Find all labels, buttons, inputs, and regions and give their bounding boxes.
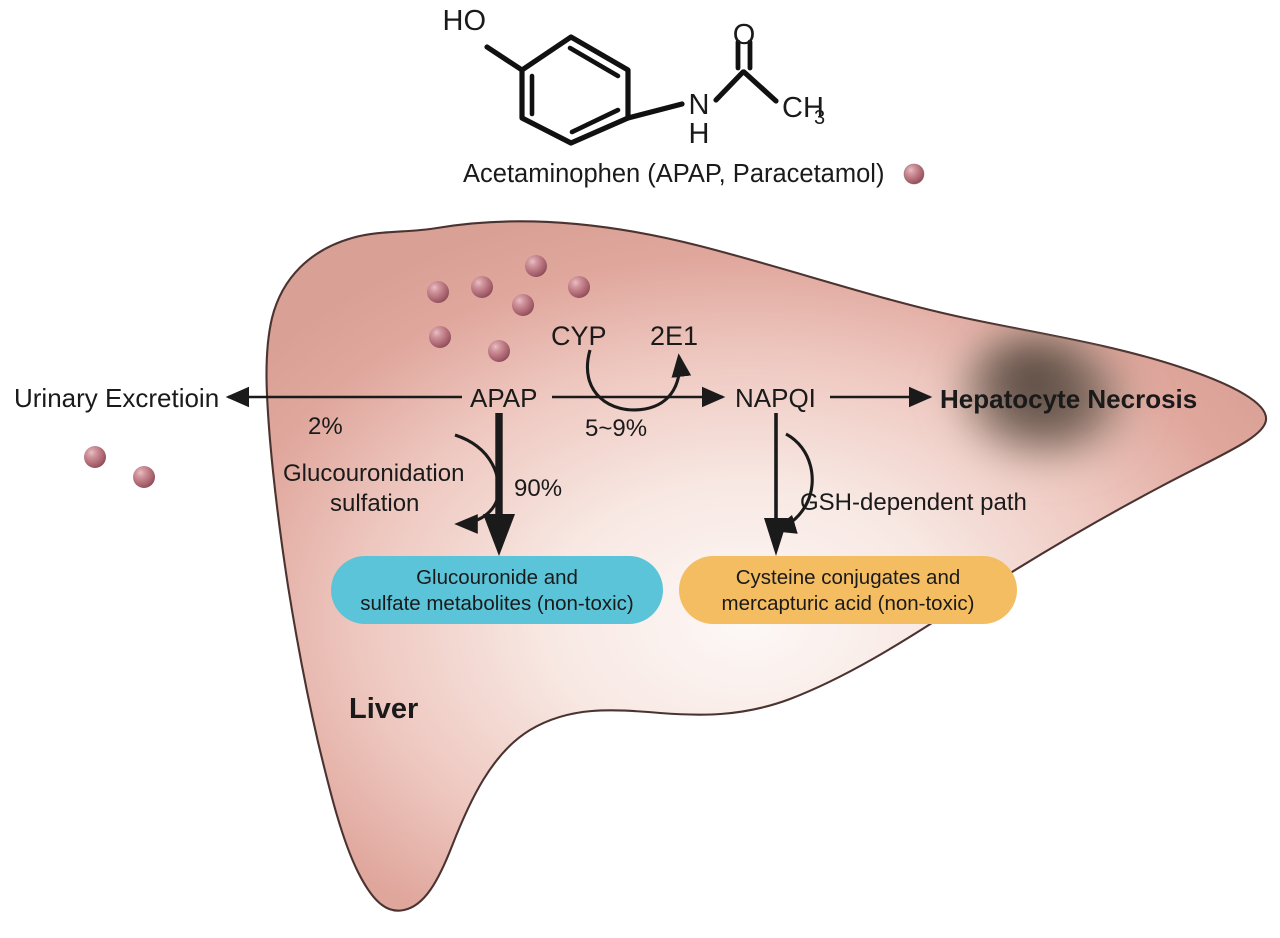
- fraction-urinary: 2%: [308, 413, 343, 440]
- methyl-bond: [741, 69, 779, 104]
- acetaminophen-structure: HO N H O CH 3: [443, 5, 826, 150]
- carbonyl-double-bond: [735, 39, 753, 71]
- node-apap: APAP: [470, 383, 537, 413]
- route-glucuronidation-line2: sulfation: [330, 490, 419, 517]
- ring-double-bonds: [529, 45, 621, 135]
- n-carbonyl-bond: [713, 69, 746, 103]
- arrow-cyp2e1-curve: [586, 349, 692, 412]
- product-cysteine-line1: Cysteine conjugates and: [736, 566, 961, 589]
- excreted-apap-spheres: [84, 446, 155, 488]
- node-napqi: NAPQI: [735, 383, 816, 413]
- methyl-subscript: 3: [814, 107, 825, 129]
- product-box-glucuronide: Glucouronide and sulfate metabolites (no…: [331, 556, 663, 624]
- node-hepatocyte-necrosis: Hepatocyte Necrosis: [940, 384, 1197, 414]
- fraction-conjugation: 90%: [514, 475, 562, 502]
- product-glucuronide-line2: sulfate metabolites (non-toxic): [360, 592, 633, 615]
- label-2e1: 2E1: [650, 321, 698, 351]
- legend-apap-sphere: [903, 163, 925, 185]
- product-cysteine-line2: mercapturic acid (non-toxic): [722, 592, 975, 615]
- amide-hydrogen-label: H: [689, 118, 710, 150]
- fraction-oxidation: 5~9%: [585, 415, 647, 442]
- necrosis-region: [940, 318, 1148, 476]
- product-box-cysteine: Cysteine conjugates and mercapturic acid…: [679, 556, 1017, 624]
- arrow-glucuronidation-curve: [454, 433, 501, 534]
- amide-nitrogen-label: N: [689, 89, 710, 121]
- product-glucuronide-line1: Glucouronide and: [416, 566, 578, 589]
- arrow-gsh-curve: [772, 432, 814, 534]
- hydroxyl-bond: [484, 44, 525, 73]
- node-urinary-excretion: Urinary Excretioin: [14, 383, 219, 413]
- liver-label: Liver: [349, 693, 418, 725]
- arrow-apap-to-glucuronide: [483, 413, 515, 556]
- label-cyp: CYP: [551, 321, 607, 351]
- hydroxyl-label: HO: [443, 5, 487, 37]
- figure-caption: Acetaminophen (APAP, Paracetamol): [463, 160, 884, 188]
- aryl-amide-bond: [625, 101, 685, 121]
- apap-molecule-spheres: [427, 255, 590, 362]
- route-gsh-dependent: GSH-dependent path: [800, 489, 1027, 516]
- route-glucuronidation-line1: Glucouronidation: [283, 460, 464, 487]
- carbonyl-oxygen-label: O: [733, 19, 756, 51]
- methyl-label: CH: [782, 92, 824, 124]
